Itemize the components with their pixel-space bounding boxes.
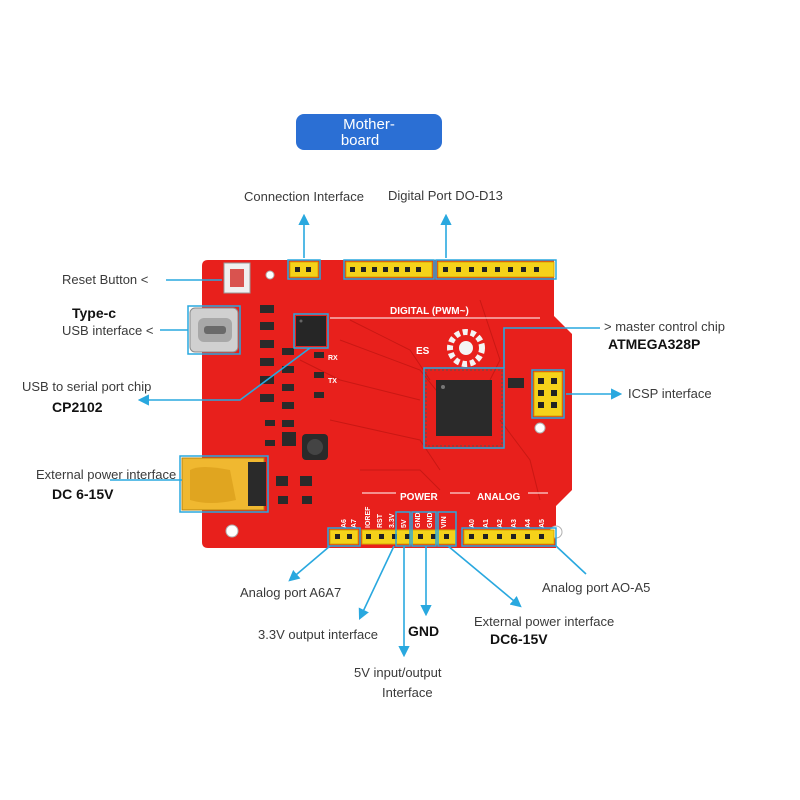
digital-header-right <box>437 261 555 278</box>
analog-pin-labels: A0 A1 A2 A3 A4 A5 <box>469 519 546 528</box>
highlight-boxes <box>179 259 565 547</box>
svg-text:A0: A0 <box>469 519 476 528</box>
svg-text:A5: A5 <box>539 519 546 528</box>
label-3v3-output: 3.3V output interface <box>258 627 378 642</box>
svg-text:A3: A3 <box>511 519 518 528</box>
rx-silk: RX <box>328 355 338 362</box>
cp2102-chip <box>296 316 326 346</box>
svg-text:A6: A6 <box>341 519 348 528</box>
label-ext-power-dc: DC 6-15V <box>52 486 114 502</box>
label-type-c: Type-c <box>72 305 116 321</box>
svg-text:3.3V: 3.3V <box>389 513 396 528</box>
logo-text: ES <box>416 346 430 357</box>
label-usb-serial-model: CP2102 <box>52 399 103 415</box>
label-analog-a6a7: Analog port A6A7 <box>240 585 341 600</box>
label-master-chip-model: ATMEGA328P <box>608 336 700 352</box>
atmega328p-chip <box>425 369 503 447</box>
label-digital-port: Digital Port DO-D13 <box>388 188 503 203</box>
title-line2: board <box>341 132 379 149</box>
analog-silkscreen: ANALOG <box>477 492 521 503</box>
title-line1: Mother- <box>343 116 395 133</box>
mount-hole <box>534 422 546 434</box>
inductor <box>302 434 328 460</box>
power-pin-labels: IOREF RST 3.3V 5V GND GND VIN <box>365 506 448 528</box>
mount-hole <box>265 270 275 280</box>
label-connection-interface: Connection Interface <box>244 189 364 204</box>
digital-header-left <box>345 261 433 278</box>
digital-silkscreen: DIGITAL (PWM~) <box>390 306 469 317</box>
connection-header <box>289 261 319 278</box>
dc-jack <box>181 457 266 511</box>
svg-text:RST: RST <box>377 513 384 528</box>
label-5v-line2: Interface <box>382 685 433 700</box>
svg-text:GND: GND <box>427 512 434 528</box>
svg-text:A1: A1 <box>483 519 490 528</box>
logo-gear: ES <box>416 329 485 367</box>
mount-hole <box>225 524 239 538</box>
bottom-left-header <box>329 529 359 545</box>
label-5v-line1: 5V input/output <box>354 665 442 680</box>
svg-text:A7: A7 <box>351 519 358 528</box>
svg-text:IOREF: IOREF <box>365 506 372 528</box>
svg-text:A2: A2 <box>497 519 504 528</box>
type-c-port <box>189 307 239 353</box>
label-icsp: ICSP interface <box>628 386 712 401</box>
label-analog-a0a5: Analog port AO-A5 <box>542 580 650 595</box>
label-usb-interface: USB interface < <box>62 323 153 338</box>
svg-text:A4: A4 <box>525 519 532 528</box>
label-master-chip: > master control chip <box>604 319 725 334</box>
reset-button-component <box>223 262 251 294</box>
power-silkscreen: POWER <box>400 492 439 503</box>
svg-text:VIN: VIN <box>441 516 448 528</box>
label-ext-power: External power interface <box>36 467 176 482</box>
title-badge: Mother- board <box>296 114 442 150</box>
label-ext-power-right: External power interface <box>474 614 614 629</box>
analog-header <box>463 529 555 545</box>
label-usb-serial: USB to serial port chip <box>22 379 151 394</box>
svg-text:GND: GND <box>415 512 422 528</box>
power-header <box>361 529 457 545</box>
callout-arrows <box>110 213 623 658</box>
label-gnd: GND <box>408 623 439 639</box>
icsp-header <box>533 371 563 417</box>
label-ext-power-right-dc: DC6-15V <box>490 631 548 647</box>
label-reset-button: Reset Button < <box>62 272 148 287</box>
tx-silk: TX <box>328 378 337 385</box>
left-pin-labels: A6 A7 <box>341 519 358 528</box>
svg-text:5V: 5V <box>401 519 408 528</box>
